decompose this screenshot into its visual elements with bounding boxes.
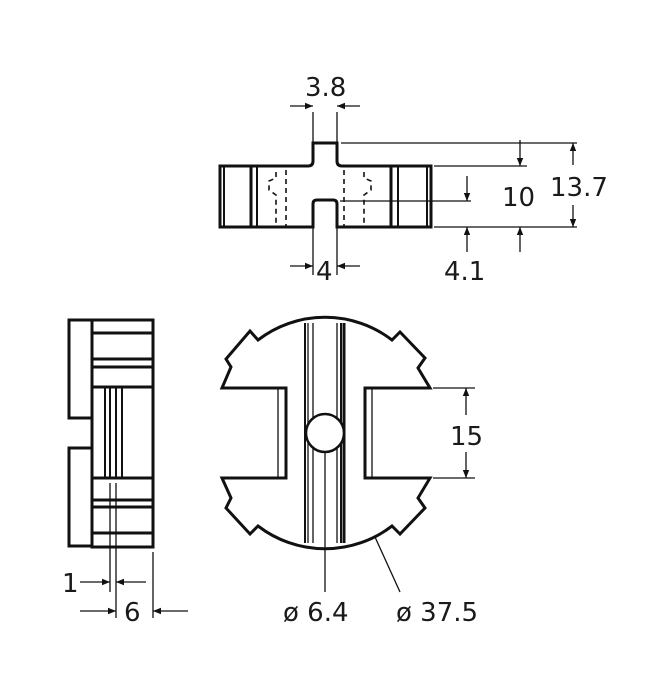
hidden-line — [363, 172, 372, 227]
dim-notch-depth-label: 4.1 — [444, 257, 485, 287]
dim-offset-label: 6 — [124, 598, 141, 628]
dim-notch-width-label: 4 — [316, 257, 333, 287]
side-body — [90, 318, 155, 549]
side-lower-flange — [67, 446, 94, 548]
dim-rib-thickness-label: 1 — [62, 569, 79, 599]
dim-total-height-label: 13.7 — [550, 173, 608, 203]
side-upper-flange — [67, 318, 94, 420]
dim-tab-width-label: 3.8 — [305, 73, 346, 103]
hidden-line — [268, 172, 277, 227]
front-view-outline — [219, 315, 433, 551]
dim-outer-diameter-label: ø 37.5 — [396, 598, 478, 628]
dim-body-height-label: 10 — [502, 183, 535, 213]
top-view: 3.8 4 10 13.7 4.1 — [218, 73, 608, 287]
top-view-outline — [218, 141, 433, 229]
dim-slot-height-label: 15 — [450, 422, 483, 452]
leader-line — [374, 536, 401, 593]
dim-hole-diameter-label: ø 6.4 — [283, 598, 349, 628]
front-view: 15 ø 6.4 ø 37.5 — [219, 315, 483, 628]
center-hole — [304, 412, 346, 454]
side-view: 1 6 — [62, 318, 188, 628]
